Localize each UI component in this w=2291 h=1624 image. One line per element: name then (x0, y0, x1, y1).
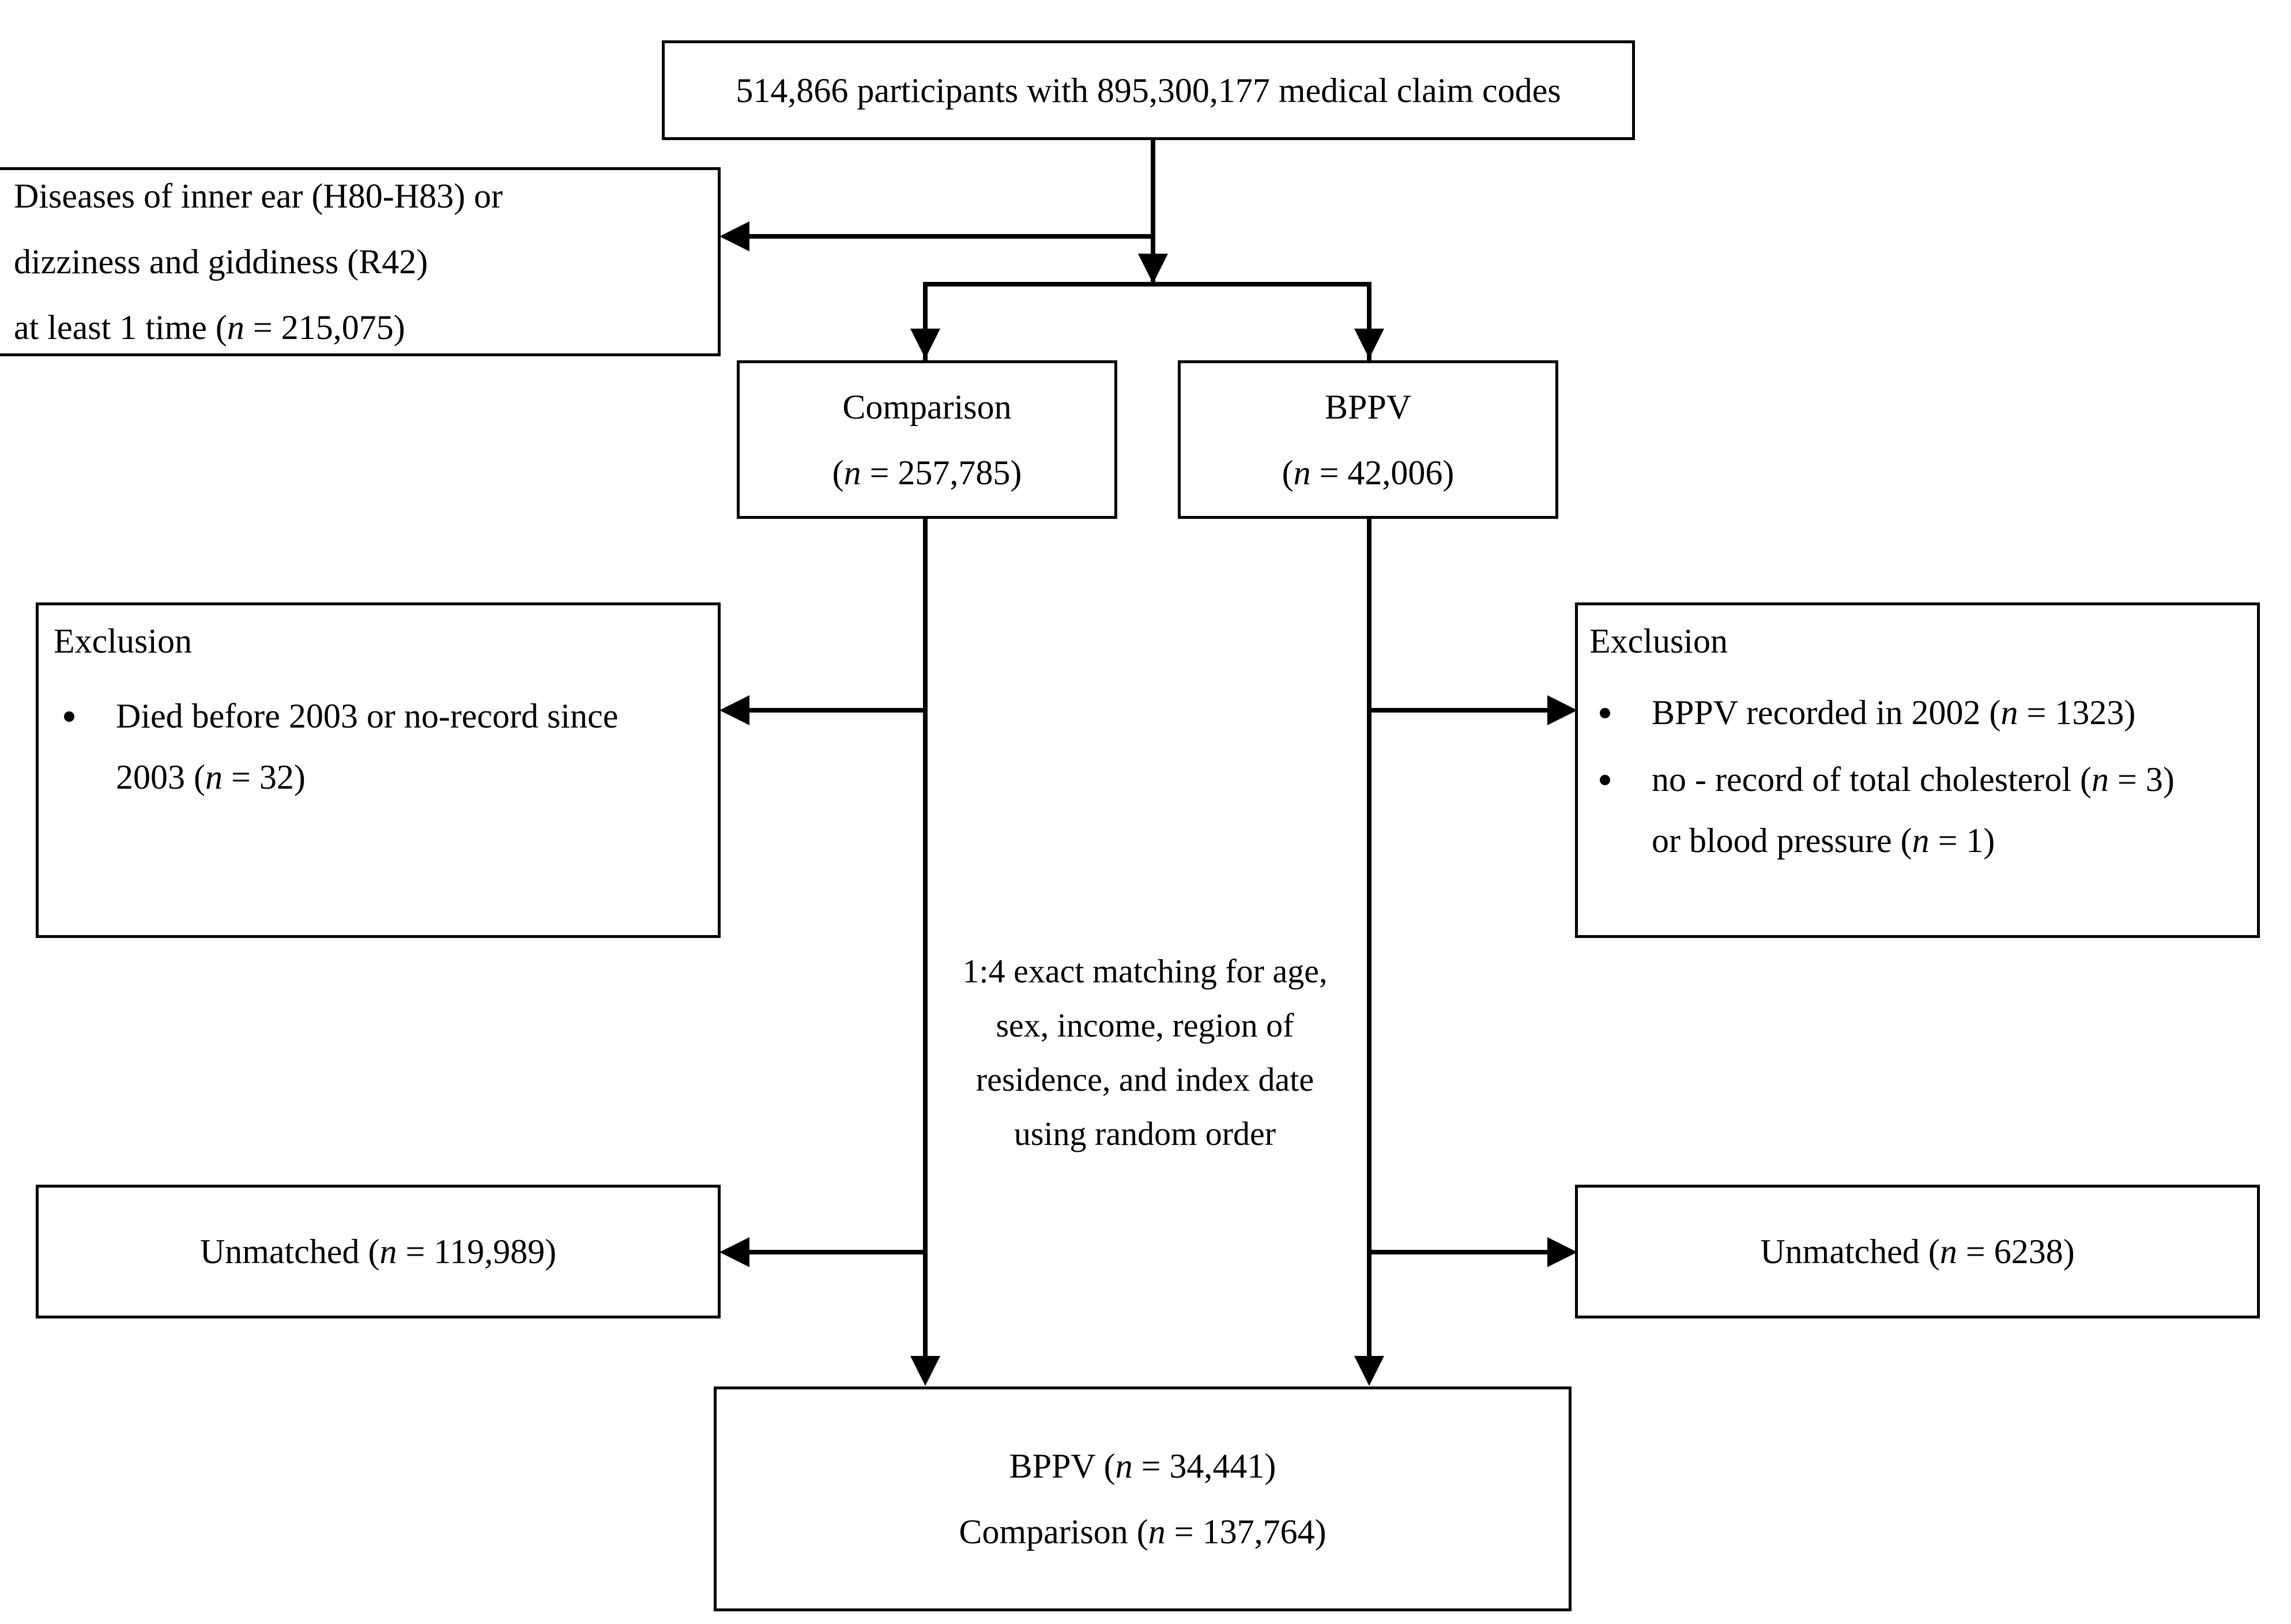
node-unmatched-left[interactable]: Unmatched (n = 119,989) (36, 1185, 721, 1318)
bppv-group-line-1: (n = 42,006) (1282, 453, 1455, 492)
exclusion-left-bullets: Died before 2003 or no-record since 2003… (54, 699, 703, 794)
connector-split-right-leg (1367, 282, 1371, 361)
bullet-icon (1600, 708, 1610, 718)
arrow-down-comparison (910, 329, 940, 359)
connector-comparison-trunk (923, 519, 928, 1358)
arrow-left-exclusion (719, 695, 749, 725)
arrow-down-final-right (1354, 1356, 1384, 1386)
bppv-group-line-0: BPPV (1324, 387, 1412, 426)
unmatched-right-line-0: Unmatched (n = 6238) (1760, 1233, 2075, 1271)
arrow-down-bppv (1354, 329, 1384, 359)
source-population-line-0: 514,866 participants with 895,300,177 me… (736, 71, 1561, 110)
connector-bppv-trunk (1367, 519, 1371, 1358)
node-exclusion-left[interactable]: Exclusion Died before 2003 or no-record … (36, 602, 721, 938)
arrow-right-exclusion (1547, 695, 1577, 725)
bullet-icon (1600, 775, 1610, 785)
node-final-cohort[interactable]: BPPV (n = 34,441) Comparison (n = 137,76… (714, 1386, 1572, 1611)
comparison-group-line-1: (n = 257,785) (832, 453, 1022, 492)
matching-note: 1:4 exact matching for age, sex, income,… (937, 944, 1353, 1161)
bullet-text: BPPV recorded in 2002 (n = 1323) (1652, 694, 2136, 732)
matching-note-line-0: 1:4 exact matching for age, (962, 952, 1328, 990)
matching-note-line-1: sex, income, region of (996, 1006, 1294, 1044)
node-comparison-group[interactable]: Comparison (n = 257,785) (737, 360, 1117, 519)
unmatched-left-line-0: Unmatched (n = 119,989) (199, 1233, 557, 1271)
list-item: Died before 2003 or no-record since 2003… (54, 699, 703, 794)
arrow-right-unmatched (1547, 1237, 1577, 1267)
bullet-subtext: or blood pressure (n = 1) (1652, 822, 1995, 860)
arrow-left-unmatched (719, 1237, 749, 1267)
arrow-left-inner-ear (719, 221, 749, 251)
connector-to-exclusion-right (1367, 708, 1548, 713)
list-item: BPPV recorded in 2002 (n = 1323) (1589, 695, 2245, 730)
node-bppv-group[interactable]: BPPV (n = 42,006) (1178, 360, 1558, 519)
exclusion-right-heading: Exclusion (1589, 622, 1728, 660)
list-item: no - record of total cholesterol (n = 3)… (1589, 762, 2245, 858)
matching-note-line-2: residence, and index date (975, 1060, 1314, 1098)
bullet-text: Died before 2003 or no-record since (116, 697, 619, 735)
bullet-text: no - record of total cholesterol (n = 3) (1652, 760, 2175, 798)
connector-to-exclusion-left (744, 708, 925, 713)
arrow-down-to-split (1138, 254, 1168, 284)
connector-to-unmatched-right (1367, 1250, 1548, 1254)
node-unmatched-right[interactable]: Unmatched (n = 6238) (1575, 1185, 2260, 1318)
connector-source-trunk (1151, 140, 1155, 284)
node-source-population[interactable]: 514,866 participants with 895,300,177 me… (662, 40, 1635, 140)
exclusion-right-bullets: BPPV recorded in 2002 (n = 1323) no - re… (1589, 695, 2245, 858)
connector-split-left-leg (923, 282, 928, 361)
comparison-group-line-0: Comparison (842, 387, 1012, 426)
connector-to-inner-ear (744, 234, 1153, 239)
node-inner-ear-criteria[interactable]: Diseases of inner ear (H80-H83) or dizzi… (0, 167, 721, 356)
connector-split-bar (923, 282, 1371, 287)
final-cohort-line-0: BPPV (n = 34,441) (1009, 1447, 1276, 1485)
matching-note-line-3: using random order (1013, 1114, 1276, 1152)
node-exclusion-right[interactable]: Exclusion BPPV recorded in 2002 (n = 132… (1575, 602, 2260, 938)
connector-to-unmatched-left (744, 1250, 925, 1254)
inner-ear-line-0: Diseases of inner ear (H80-H83) or (14, 177, 503, 215)
inner-ear-line-2: at least 1 time (n = 215,075) (14, 308, 405, 346)
exclusion-left-heading: Exclusion (54, 622, 192, 660)
inner-ear-line-1: dizziness and giddiness (R42) (14, 243, 428, 281)
arrow-down-final-left (910, 1356, 940, 1386)
final-cohort-line-1: Comparison (n = 137,764) (959, 1513, 1327, 1551)
bullet-icon (64, 711, 74, 722)
bullet-subtext: 2003 (n = 32) (116, 758, 306, 796)
